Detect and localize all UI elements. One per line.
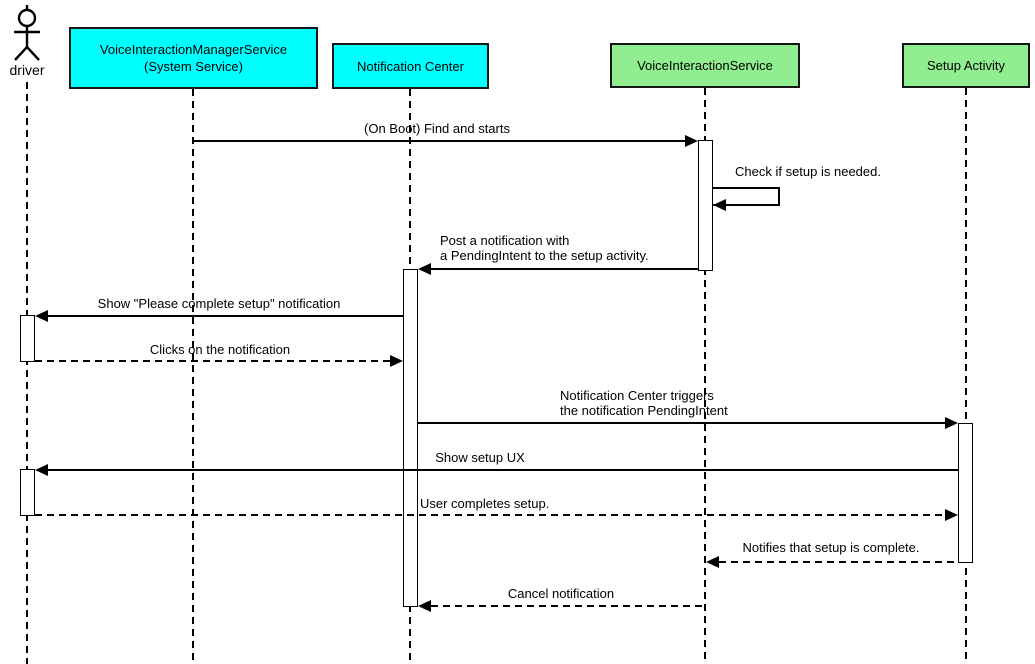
participant-label: Setup Activity: [926, 58, 1006, 73]
message-line-user-completes-setup: [35, 514, 945, 516]
activation-driver-2: [20, 469, 35, 516]
message-label-cancel-notification: Cancel notification: [507, 586, 615, 601]
participant-box-voice-interaction-manager-service: VoiceInteractionManagerService (System S…: [69, 27, 318, 89]
arrowhead-left-icon: [418, 600, 431, 612]
message-label-show-setup-notification: Show "Please complete setup" notificatio…: [97, 296, 341, 311]
arrowhead-right-icon: [945, 417, 958, 429]
participant-label: VoiceInteractionService: [637, 58, 773, 73]
arrowhead-left-icon: [706, 556, 719, 568]
arrowhead-left-icon: [713, 199, 726, 211]
message-line-show-setup-notification: [48, 315, 403, 317]
message-line-on-boot-find-and-starts: [193, 140, 685, 142]
participant-label: Notification Center: [357, 58, 464, 74]
message-line-nc-triggers: [418, 422, 945, 424]
message-label-clicks-notification: Clicks on the notification: [149, 342, 291, 357]
message-label-post-notification-line2: a PendingIntent to the setup activity.: [440, 248, 649, 263]
message-line-notifies-setup-complete: [719, 561, 958, 563]
lifeline-setup-activity: [965, 88, 967, 664]
message-line-post-notification: [431, 268, 698, 270]
participant-box-setup-activity: Setup Activity: [902, 43, 1030, 88]
message-label-notifies-setup-complete: Notifies that setup is complete.: [742, 540, 920, 555]
arrowhead-right-icon: [390, 355, 403, 367]
lifeline-driver: [26, 82, 28, 664]
lifeline-voice-interaction-service: [704, 88, 706, 664]
activation-driver-1: [20, 315, 35, 362]
participant-label: VoiceInteractionManagerService (System S…: [100, 41, 287, 75]
message-label-nc-triggers-line2: the notification PendingIntent: [560, 403, 728, 418]
message-label-post-notification-line1: Post a notification with: [440, 233, 570, 248]
message-label-show-setup-ux: Show setup UX: [435, 450, 525, 465]
message-label-user-completes-setup: User completes setup.: [420, 496, 550, 511]
arrowhead-left-icon: [418, 263, 431, 275]
message-line-show-setup-ux: [48, 469, 958, 471]
message-line-clicks-notification: [35, 360, 390, 362]
message-label-on-boot-find-and-starts: (On Boot) Find and starts: [364, 121, 510, 136]
lifeline-vims: [192, 89, 194, 664]
participant-box-voice-interaction-service: VoiceInteractionService: [610, 43, 800, 88]
activation-voice-interaction-service: [698, 140, 713, 271]
arrowhead-left-icon: [35, 310, 48, 322]
arrowhead-right-icon: [685, 135, 698, 147]
message-line-cancel-notification: [431, 605, 705, 607]
arrowhead-right-icon: [945, 509, 958, 521]
activation-notification-center: [403, 269, 418, 607]
actor-icon: [14, 5, 40, 61]
participant-driver: [9, 4, 45, 67]
participant-driver-label: driver: [9, 62, 45, 78]
participant-label-line2: (System Service): [144, 59, 243, 74]
message-label-check-if-setup-needed: Check if setup is needed.: [735, 164, 881, 179]
participant-box-notification-center: Notification Center: [332, 43, 489, 89]
arrowhead-left-icon: [35, 464, 48, 476]
participant-label-line1: VoiceInteractionManagerService: [99, 42, 288, 57]
activation-setup-activity: [958, 423, 973, 563]
message-label-nc-triggers-line1: Notification Center triggers: [560, 388, 714, 403]
self-message-loop: [712, 187, 780, 206]
